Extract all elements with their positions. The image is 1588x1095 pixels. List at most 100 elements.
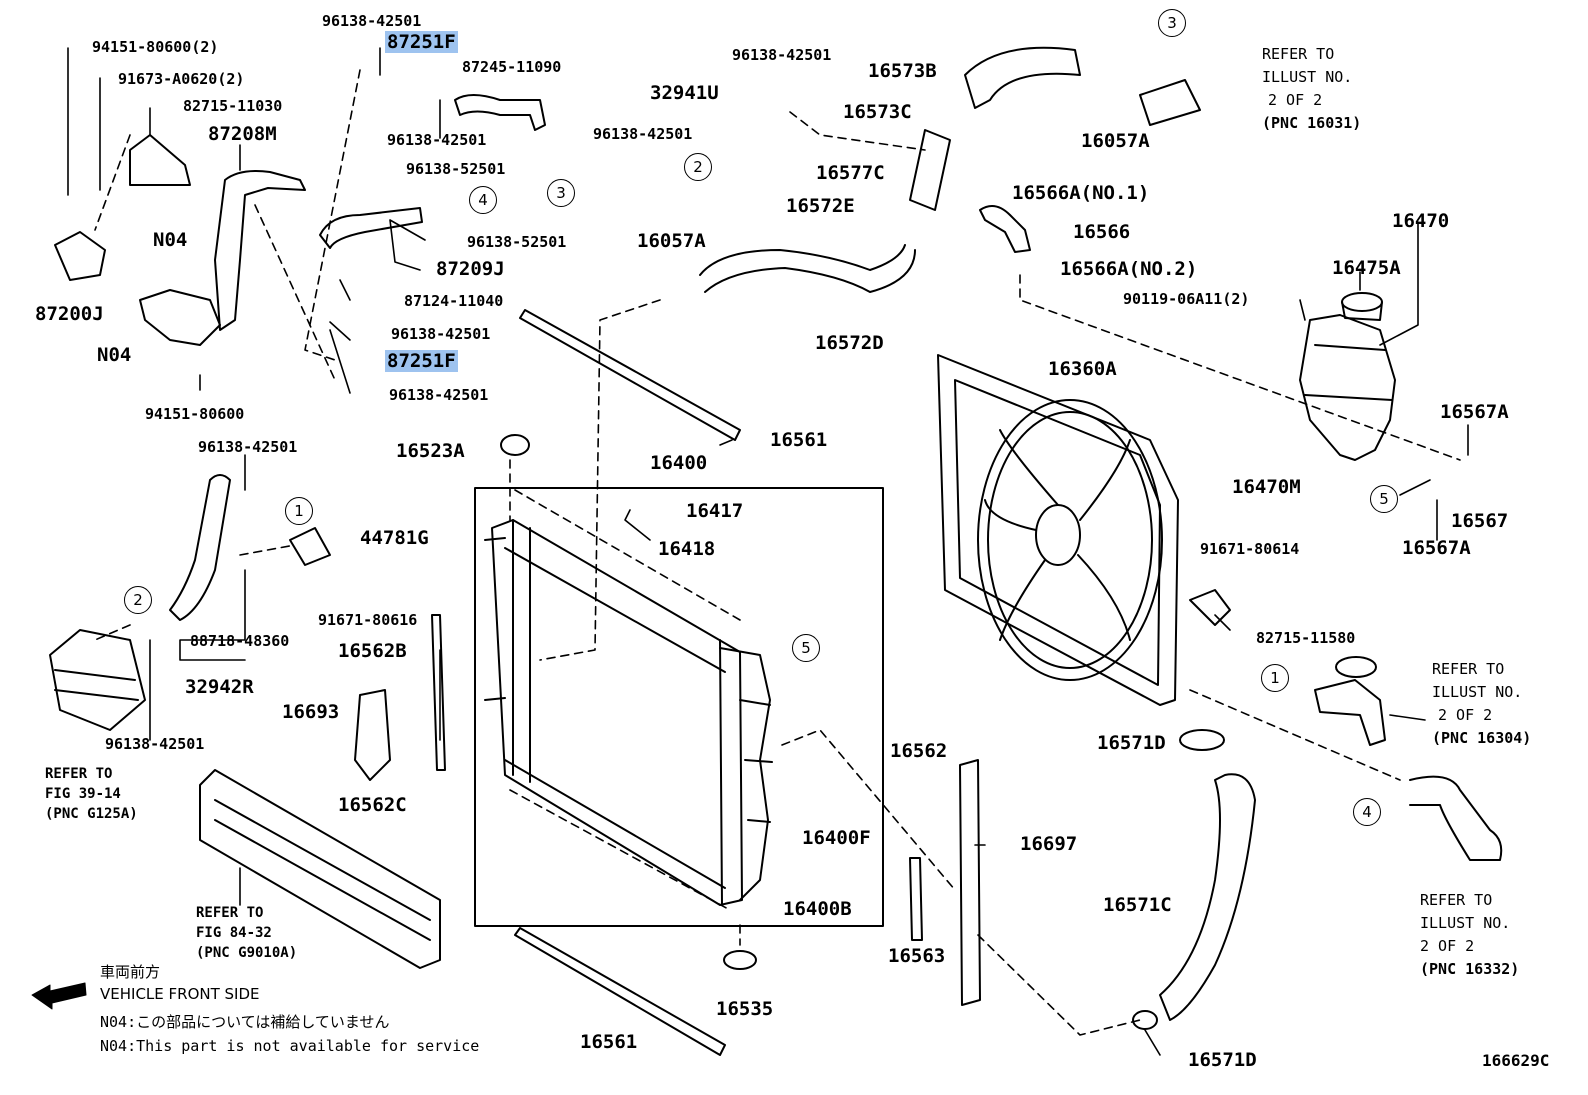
refer-note-pnc-g125a: REFER TO FIG 39-14 (PNC G125A) [45, 764, 138, 824]
part-label-16562b[interactable]: 16562B [338, 640, 407, 662]
part-label-16470[interactable]: 16470 [1392, 210, 1450, 232]
part-label-87200j[interactable]: 87200J [35, 303, 104, 325]
refer-note-line: 2 OF 2 [1420, 937, 1475, 955]
refer-note-line: (PNC 16332) [1420, 960, 1520, 978]
callout-circle: 4 [469, 186, 497, 214]
part-label-16535[interactable]: 16535 [716, 998, 774, 1020]
part-label-96138-52501[interactable]: 96138-52501 [406, 160, 506, 178]
part-label-96138-42501[interactable]: 96138-42501 [732, 46, 832, 64]
refer-note-line: 2 OF 2 [1438, 706, 1493, 724]
vehicle-front-jp: 車両前方 [100, 963, 161, 981]
refer-note-pnc-g9010a: REFER TO FIG 84-32 (PNC G9010A) [196, 903, 297, 963]
part-label-16566a-no1[interactable]: 16566A(NO.1) [1012, 182, 1150, 204]
callout-circle: 2 [124, 586, 152, 614]
part-label-90119-06a11-2[interactable]: 90119-06A11(2) [1123, 290, 1250, 308]
part-label-n04[interactable]: N04 [153, 229, 188, 251]
refer-note-line: 2 OF 2 [1268, 91, 1323, 109]
part-label-87124-11040[interactable]: 87124-11040 [404, 292, 504, 310]
part-label-16572e[interactable]: 16572E [786, 195, 855, 217]
callout-circle: 4 [1353, 798, 1381, 826]
refer-note-line: ILLUST NO. [1420, 914, 1511, 932]
part-label-16572d[interactable]: 16572D [815, 332, 884, 354]
part-label-96138-42501[interactable]: 96138-42501 [389, 386, 489, 404]
part-label-16577c[interactable]: 16577C [816, 162, 885, 184]
part-label-96138-42501[interactable]: 96138-42501 [593, 125, 693, 143]
part-label-16360a[interactable]: 16360A [1048, 358, 1117, 380]
part-label-91671-80614[interactable]: 91671-80614 [1200, 540, 1300, 558]
part-label-16563[interactable]: 16563 [888, 945, 946, 967]
part-label-16057a[interactable]: 16057A [1081, 130, 1150, 152]
callout-circle: 1 [1261, 664, 1289, 692]
part-label-16400[interactable]: 16400 [650, 452, 708, 474]
part-label-91673-a0620-2[interactable]: 91673-A0620(2) [118, 70, 245, 88]
part-label-82715-11580[interactable]: 82715-11580 [1256, 629, 1356, 647]
part-label-16561[interactable]: 16561 [770, 429, 828, 451]
part-label-16400b[interactable]: 16400B [783, 898, 852, 920]
refer-note-line: ILLUST NO. [1432, 683, 1523, 701]
refer-note-line: (PNC 16304) [1432, 729, 1532, 747]
part-label-16573b[interactable]: 16573B [868, 60, 937, 82]
part-label-16523a[interactable]: 16523A [396, 440, 465, 462]
part-label-16567[interactable]: 16567 [1451, 510, 1509, 532]
part-label-16567a[interactable]: 16567A [1440, 401, 1509, 423]
part-label-16571d[interactable]: 16571D [1188, 1049, 1257, 1071]
part-label-16057a[interactable]: 16057A [637, 230, 706, 252]
part-label-16571d[interactable]: 16571D [1097, 732, 1166, 754]
part-label-16562[interactable]: 16562 [890, 740, 948, 762]
part-label-16693[interactable]: 16693 [282, 701, 340, 723]
part-label-87251f-highlighted[interactable]: 87251F [385, 350, 458, 372]
part-label-16573c[interactable]: 16573C [843, 101, 912, 123]
callout-circle: 1 [285, 497, 313, 525]
hoses-drawing [139, 46, 1503, 1021]
part-label-n04[interactable]: N04 [97, 344, 132, 366]
part-label-87209j[interactable]: 87209J [436, 258, 505, 280]
part-label-96138-42501[interactable]: 96138-42501 [322, 12, 422, 30]
refer-note-line: FIG 39-14 [45, 786, 121, 802]
fan-shroud-drawing [937, 354, 1179, 706]
part-label-16567a[interactable]: 16567A [1402, 537, 1471, 559]
refer-note-line: (PNC G125A) [45, 806, 138, 822]
part-label-32941u[interactable]: 32941U [650, 82, 719, 104]
part-label-96138-42501[interactable]: 96138-42501 [198, 438, 298, 456]
reservoir-tank-drawing [1299, 292, 1396, 461]
part-label-32942r[interactable]: 32942R [185, 676, 254, 698]
dashed-leaders [94, 69, 1461, 1036]
refer-note-line: (PNC G9010A) [196, 945, 298, 961]
refer-note-pnc-16332: REFER TO ILLUST NO. 2 OF 2 (PNC 16332) [1420, 889, 1519, 981]
part-label-44781g[interactable]: 44781G [360, 527, 429, 549]
front-arrow [31, 982, 87, 1010]
part-label-16561[interactable]: 16561 [580, 1031, 638, 1053]
refer-note-line: REFER TO [45, 766, 113, 782]
part-label-16470m[interactable]: 16470M [1232, 476, 1301, 498]
refer-note-line: REFER TO [196, 905, 264, 921]
radiator-drawing [484, 519, 773, 906]
part-label-16566[interactable]: 16566 [1073, 221, 1131, 243]
part-label-16562c[interactable]: 16562C [338, 794, 407, 816]
part-label-87208m[interactable]: 87208M [208, 123, 277, 145]
part-label-94151-80600[interactable]: 94151-80600 [145, 405, 245, 423]
part-label-96138-42501[interactable]: 96138-42501 [105, 735, 205, 753]
part-label-16475a[interactable]: 16475A [1332, 257, 1401, 279]
callout-circle: 3 [1158, 9, 1186, 37]
part-label-16697[interactable]: 16697 [1020, 833, 1078, 855]
part-label-16417[interactable]: 16417 [686, 500, 744, 522]
diagram-code: 166629C [1482, 1051, 1550, 1070]
part-label-87245-11090[interactable]: 87245-11090 [462, 58, 562, 76]
part-label-94151-80600-2[interactable]: 94151-80600(2) [92, 38, 219, 56]
part-label-16400f[interactable]: 16400F [802, 827, 871, 849]
part-label-96138-42501[interactable]: 96138-42501 [387, 131, 487, 149]
refer-note-pnc-16304: REFER TO ILLUST NO. 2 OF 2 (PNC 16304) [1432, 658, 1531, 750]
part-label-16418[interactable]: 16418 [658, 538, 716, 560]
part-label-96138-52501[interactable]: 96138-52501 [467, 233, 567, 251]
part-label-96138-42501[interactable]: 96138-42501 [391, 325, 491, 343]
misc-parts-drawing [49, 129, 1231, 1056]
part-label-91671-80616[interactable]: 91671-80616 [318, 611, 418, 629]
part-label-16566a-no2[interactable]: 16566A(NO.2) [1060, 258, 1198, 280]
part-label-88718-48360[interactable]: 88718-48360 [190, 632, 290, 650]
refer-note-line: (PNC 16031) [1262, 114, 1362, 132]
part-label-82715-11030[interactable]: 82715-11030 [183, 97, 283, 115]
part-label-87251f-highlighted[interactable]: 87251F [385, 31, 458, 53]
refer-note-line: REFER TO [1262, 45, 1335, 63]
part-label-16571c[interactable]: 16571C [1103, 894, 1172, 916]
